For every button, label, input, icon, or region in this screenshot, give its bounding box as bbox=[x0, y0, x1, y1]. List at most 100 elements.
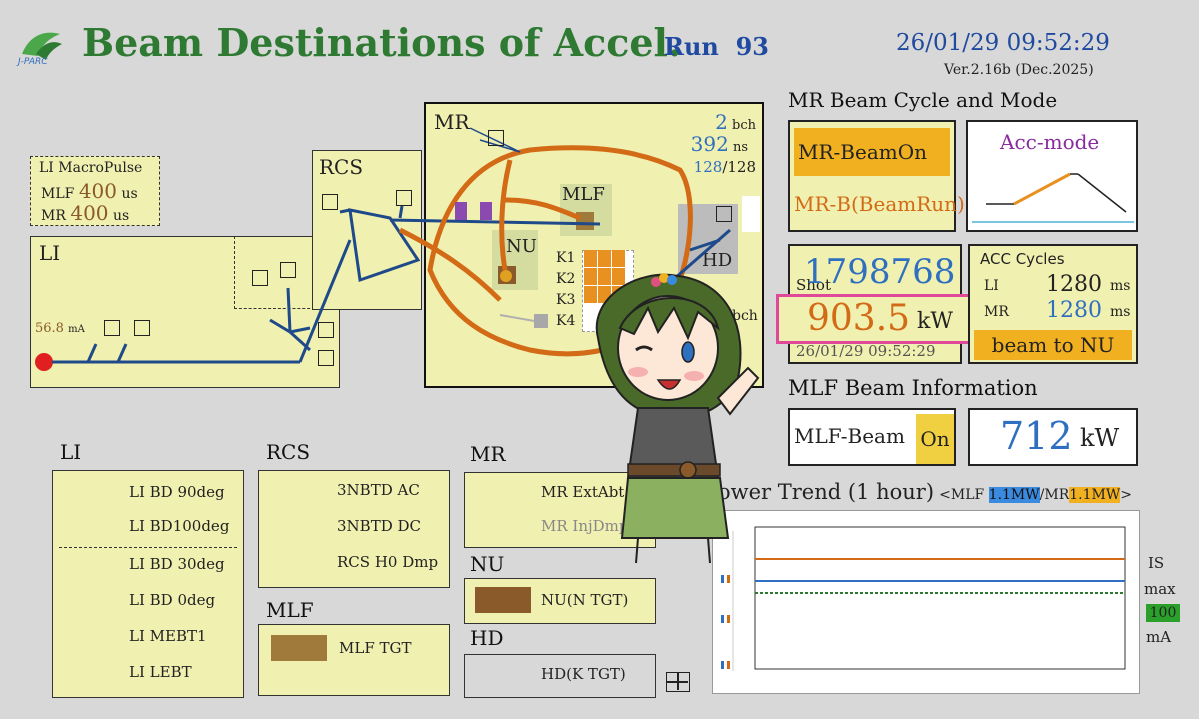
li-current-value: 56.8 bbox=[35, 321, 64, 336]
li-dump-square bbox=[280, 262, 296, 278]
li-dumps-box: LI BD 90deg LI BD100deg LI BD 30deg LI B… bbox=[52, 470, 244, 698]
legend-mr: 1.1MW bbox=[1069, 487, 1121, 503]
mlf-power-value: 712 bbox=[1000, 414, 1073, 458]
ion-source-dot bbox=[35, 353, 53, 371]
k-cell bbox=[612, 268, 625, 285]
mr-purple-block-1 bbox=[455, 202, 467, 220]
mr-beamon-status: MR-BeamOn bbox=[794, 128, 950, 176]
li-current-unit: mA bbox=[68, 324, 85, 335]
beam-power-value: 903.5 bbox=[807, 298, 911, 339]
hd-label: HD bbox=[702, 250, 733, 271]
rcs-dump-item: RCS H0 Dmp bbox=[337, 553, 439, 571]
rcs-dumps-box: 3NBTD AC 3NBTD DC RCS H0 Dmp bbox=[258, 470, 450, 588]
li-dump-item: LI MEBT1 bbox=[129, 627, 207, 645]
k-cell bbox=[598, 250, 611, 267]
hd-dump-item: HD(K TGT) bbox=[541, 665, 626, 683]
k-cell bbox=[584, 268, 597, 285]
legend-prefix: <MLF bbox=[939, 487, 989, 503]
mr-ns-value: 392 bbox=[690, 132, 729, 156]
mr-section-label: MR bbox=[434, 110, 470, 134]
max-unit: mA bbox=[1146, 628, 1172, 646]
mlf-label: MLF bbox=[562, 184, 605, 205]
macropulse-mr-unit: us bbox=[112, 208, 130, 224]
acc-cycle-li-value: 1280 bbox=[1046, 272, 1102, 297]
mlf-dumps-header: MLF bbox=[266, 598, 314, 622]
mr-fraction: 128/128 bbox=[694, 158, 756, 176]
k3-label: K3 bbox=[556, 292, 576, 308]
nu-dumps-header: NU bbox=[470, 552, 505, 576]
mlf-info-heading: MLF Beam Information bbox=[788, 376, 1038, 400]
mlf-power-unit: kW bbox=[1080, 424, 1120, 452]
rcs-dump-square bbox=[396, 190, 412, 206]
k2-label: K2 bbox=[556, 271, 576, 287]
li-dump-item: LI BD 0deg bbox=[129, 591, 216, 609]
mr-dump-square bbox=[488, 130, 504, 146]
version-label: Ver.2.16b (Dec.2025) bbox=[944, 62, 1094, 78]
trend-plot bbox=[721, 526, 1126, 671]
li-dump-square bbox=[134, 320, 150, 336]
hd-dumps-header: HD bbox=[470, 626, 504, 650]
mlf-dump-item: MLF TGT bbox=[339, 639, 412, 657]
k-labels: K1 K2 K3 K4 bbox=[556, 248, 575, 332]
logo-text: J-PARC bbox=[18, 57, 48, 67]
k4-label: K4 bbox=[556, 313, 576, 329]
macropulse-mlf-unit: us bbox=[121, 186, 138, 202]
nu-gold-dot bbox=[500, 270, 512, 282]
mr-ns-unit: ns bbox=[732, 140, 748, 155]
shot-count: 1798768 bbox=[804, 252, 956, 292]
li-dumps-header: LI bbox=[60, 440, 82, 464]
mr-fraction-den: /128 bbox=[722, 158, 756, 176]
nu-dump-item: NU(N TGT) bbox=[541, 591, 629, 609]
k-cell bbox=[584, 286, 597, 303]
macropulse-mlf-row: MLF 400 us bbox=[41, 179, 138, 203]
beam-power-highlight: 903.5 kW bbox=[776, 294, 972, 344]
li-dump-divider bbox=[59, 547, 237, 548]
macropulse-mr-value: 400 bbox=[70, 201, 109, 225]
rcs-dumps-header: RCS bbox=[266, 440, 311, 464]
mr-bunch-unit: bch bbox=[732, 118, 756, 133]
acc-cycle-mr-label: MR bbox=[984, 304, 1009, 320]
beamline-diagram bbox=[35, 127, 731, 371]
nu-tgt-chip bbox=[475, 587, 531, 613]
bch-label: bch bbox=[732, 308, 758, 324]
rcs-dump-square bbox=[318, 322, 334, 338]
power-trend-heading: ower Trend (1 hour) bbox=[718, 480, 935, 504]
jparc-logo: J-PARC bbox=[16, 24, 66, 70]
k-cell bbox=[612, 250, 625, 267]
legend-suffix: > bbox=[1120, 487, 1132, 503]
k1-label: K1 bbox=[556, 250, 576, 266]
power-trend-title: ower Trend (1 hour) <MLF 1.1MW/MR1.1MW> bbox=[718, 480, 1132, 504]
shot-time: 26/01/29 09:52:29 bbox=[796, 342, 936, 360]
mlf-status-box: MLF-Beam On bbox=[788, 408, 956, 466]
mr-dumps-header: MR bbox=[470, 442, 506, 466]
li-dump-item: LI BD100deg bbox=[129, 517, 230, 535]
power-trend-chart bbox=[712, 510, 1140, 694]
hd-dump-square bbox=[716, 206, 732, 222]
mr-status-box: MR-BeamOn MR-B(BeamRun) bbox=[788, 120, 965, 232]
li-dump-item: LI LEBT bbox=[129, 663, 192, 681]
grid-icon[interactable] bbox=[666, 672, 690, 692]
mr-mode-status: MR-B(BeamRun) bbox=[794, 192, 965, 216]
hd-dumps-box: HD(K TGT) bbox=[464, 654, 656, 698]
li-macropulse-box: LI MacroPulse MLF 400 us MR 400 us bbox=[30, 156, 160, 226]
acc-cycle-li-unit: ms bbox=[1110, 278, 1131, 294]
header-datetime: 26/01/29 09:52:29 bbox=[896, 30, 1110, 56]
acc-cycle-mr-unit: ms bbox=[1110, 304, 1131, 320]
acc-mode-waveform bbox=[972, 172, 1134, 223]
li-section-label: LI bbox=[39, 241, 61, 265]
mlf-status-suffix: On bbox=[916, 414, 954, 464]
k-cell bbox=[598, 268, 611, 285]
mlf-power-box: 712 kW bbox=[968, 408, 1138, 466]
run-number: 93 bbox=[735, 32, 769, 61]
li-dump-square bbox=[104, 320, 120, 336]
legend-mid: /MR bbox=[1039, 487, 1070, 503]
mr-bunches: 2 bch bbox=[715, 110, 756, 134]
nu-dumps-box: NU(N TGT) bbox=[464, 578, 656, 624]
power-trend-legend: <MLF 1.1MW/MR1.1MW> bbox=[939, 487, 1132, 503]
macropulse-mlf-label: MLF bbox=[41, 186, 75, 202]
mlf-target-area: MLF bbox=[560, 184, 612, 236]
mr-ns: 392 ns bbox=[691, 132, 748, 156]
mlf-dumps-box: MLF TGT bbox=[258, 624, 450, 696]
k-cell bbox=[584, 250, 597, 267]
li-dump-item: LI BD 90deg bbox=[129, 483, 225, 501]
